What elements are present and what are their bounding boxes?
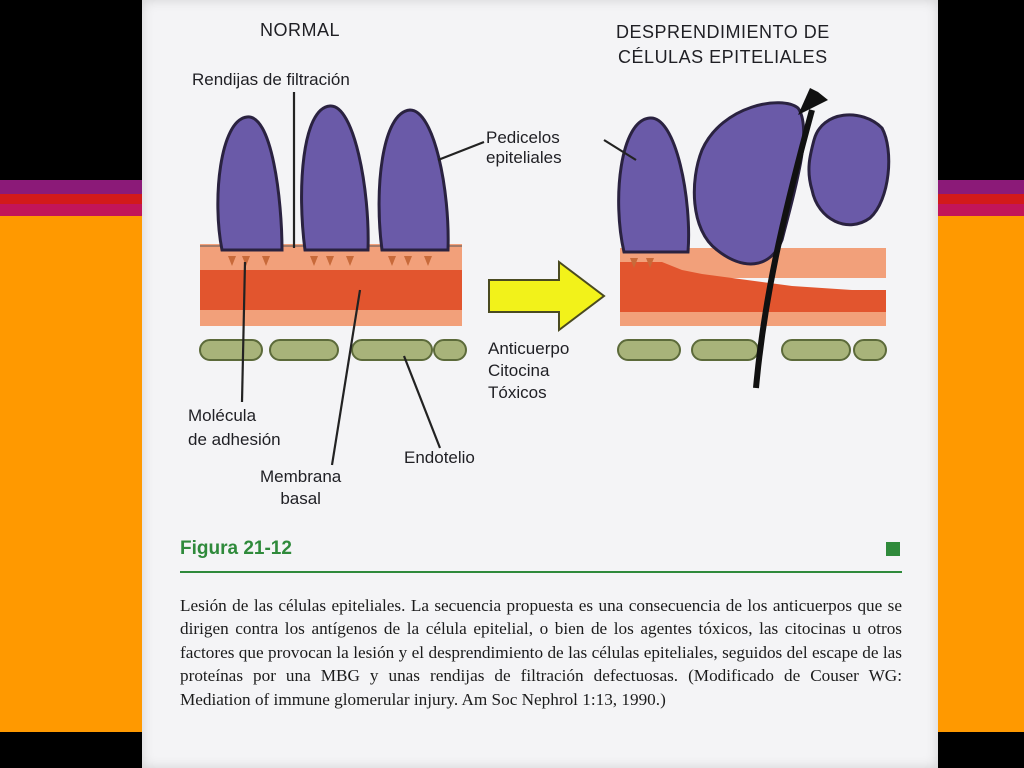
filtration-slits-label: Rendijas de filtración bbox=[192, 70, 350, 89]
adhesion-molecule-label: Molécula de adhesión bbox=[188, 406, 281, 449]
leader-lines-normal bbox=[240, 92, 485, 466]
foot-process-3 bbox=[377, 108, 450, 252]
protein-escape-arrow bbox=[753, 109, 815, 389]
normal-panel bbox=[199, 92, 485, 466]
remaining-foot-process bbox=[617, 116, 691, 254]
caption-body: Lesión de las células epiteliales. La se… bbox=[180, 596, 902, 709]
endothelium bbox=[199, 339, 467, 361]
endothelium-label: Endotelio bbox=[404, 448, 475, 467]
lamina-rara-interna bbox=[200, 310, 462, 326]
normal-title: NORMAL bbox=[260, 20, 341, 40]
glomerular-injury-diagram bbox=[199, 88, 891, 466]
damaged-endothelium bbox=[617, 339, 887, 361]
foot-process-2 bbox=[300, 104, 370, 252]
caption-marker bbox=[886, 542, 900, 556]
basement-membrane bbox=[200, 270, 462, 312]
transition-arrow bbox=[488, 259, 606, 333]
caption-rule bbox=[180, 571, 902, 573]
adhesion-molecules bbox=[228, 256, 432, 266]
figure-number: Figura 21-12 bbox=[180, 538, 292, 559]
foot-process-1 bbox=[216, 115, 284, 252]
detachment-title: DESPRENDIMIENTO DE CÉLULAS EPITELIALES bbox=[616, 20, 830, 70]
detached-cell-1 bbox=[692, 101, 806, 266]
injury-agents-label: Anticuerpo Citocina Tóxicos bbox=[488, 339, 570, 402]
damaged-panel bbox=[603, 88, 891, 389]
detached-cell-2 bbox=[807, 113, 891, 227]
detachment-title-text: DESPRENDIMIENTO DE CÉLULAS EPITELIALES bbox=[616, 22, 830, 67]
figure-page: NORMAL DESPRENDIMIENTO DE CÉLULAS EPITEL… bbox=[142, 0, 938, 768]
damaged-basement-membrane bbox=[620, 262, 886, 326]
foot-processes-label: Pedicelos epiteliales bbox=[486, 128, 562, 167]
basement-membrane-label: Membrana basal bbox=[260, 467, 342, 508]
